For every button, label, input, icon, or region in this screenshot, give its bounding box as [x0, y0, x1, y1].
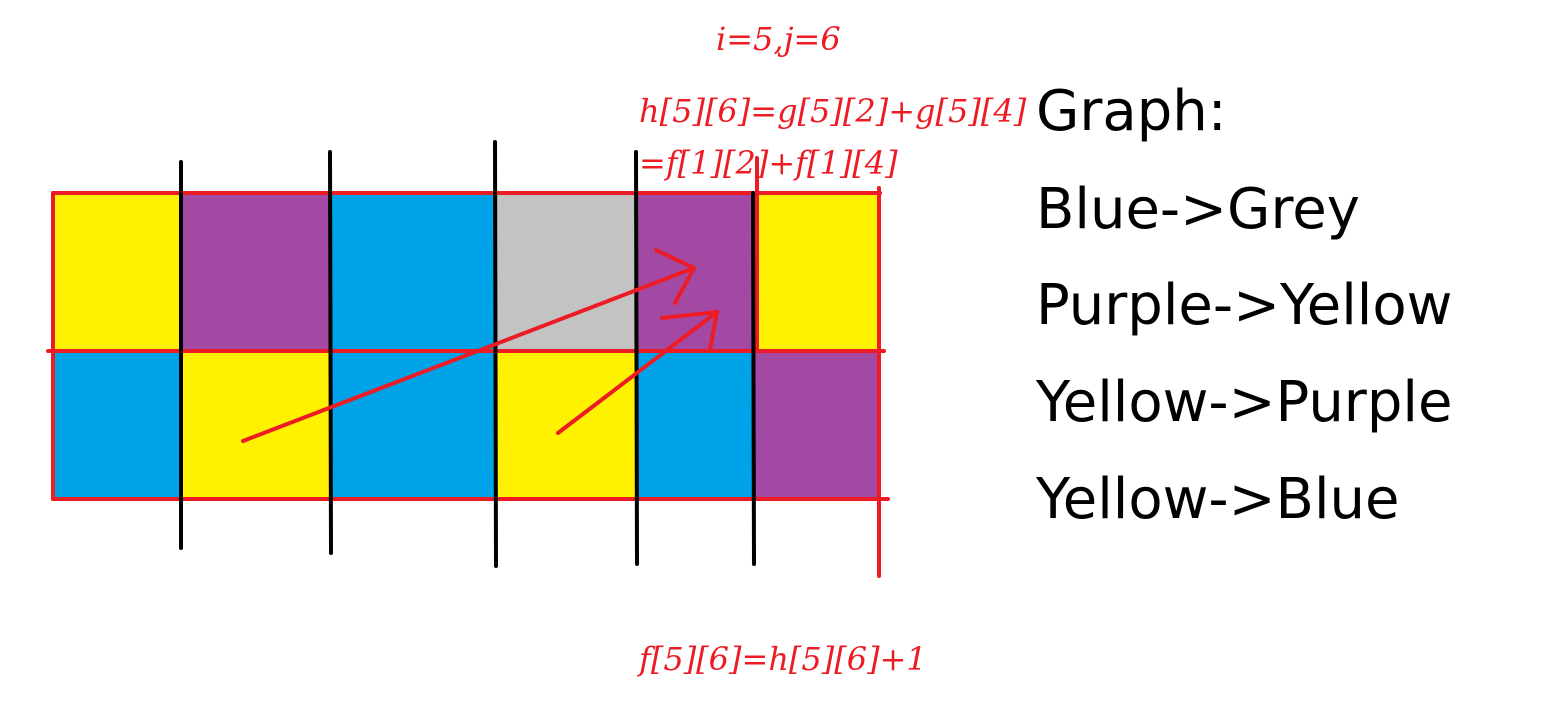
divider-4	[634, 150, 639, 566]
f-sum-label: =f[1][2]+f[1][4]	[639, 144, 898, 182]
cell-top-1	[54, 193, 181, 351]
cell-top-5	[637, 193, 754, 351]
cell-top-4	[496, 193, 637, 351]
cell-bottom-2	[181, 351, 331, 499]
legend-title: Graph:	[1036, 79, 1227, 144]
arrow-short-head	[660, 310, 719, 351]
legend-item-yellow-purple: Yellow->Purple	[1035, 370, 1452, 435]
legend: Graph: Blue->Grey Purple->Yellow Yellow-…	[1035, 79, 1452, 532]
cell-bottom-1	[54, 351, 181, 499]
divider-3	[493, 140, 498, 568]
legend-item-purple-yellow: Purple->Yellow	[1036, 273, 1452, 338]
legend-item-yellow-blue: Yellow->Blue	[1035, 467, 1399, 532]
black-dividers	[179, 140, 756, 568]
cell-bottom-5	[637, 351, 754, 499]
legend-item-blue-grey: Blue->Grey	[1036, 177, 1360, 242]
divider-2	[328, 150, 333, 555]
arrow-long-head	[654, 248, 696, 305]
cell-top-6	[754, 193, 878, 351]
h-formula-label: h[5][6]=g[5][2]+g[5][4]	[639, 92, 1027, 130]
arrow-short-shaft	[556, 310, 719, 435]
cell-bottom-3	[331, 351, 496, 499]
cell-top-3	[331, 193, 496, 351]
arrow-long-shaft	[241, 266, 696, 443]
arrows	[241, 248, 719, 443]
cell-bottom-6	[754, 351, 878, 499]
grid-cells	[54, 193, 878, 499]
indices-label: i=5,j=6	[716, 20, 841, 58]
red-grid-lines	[46, 156, 890, 578]
divider-5	[751, 191, 756, 566]
cell-top-2	[181, 193, 331, 351]
f-formula-label: f[5][6]=h[5][6]+1	[637, 640, 927, 678]
